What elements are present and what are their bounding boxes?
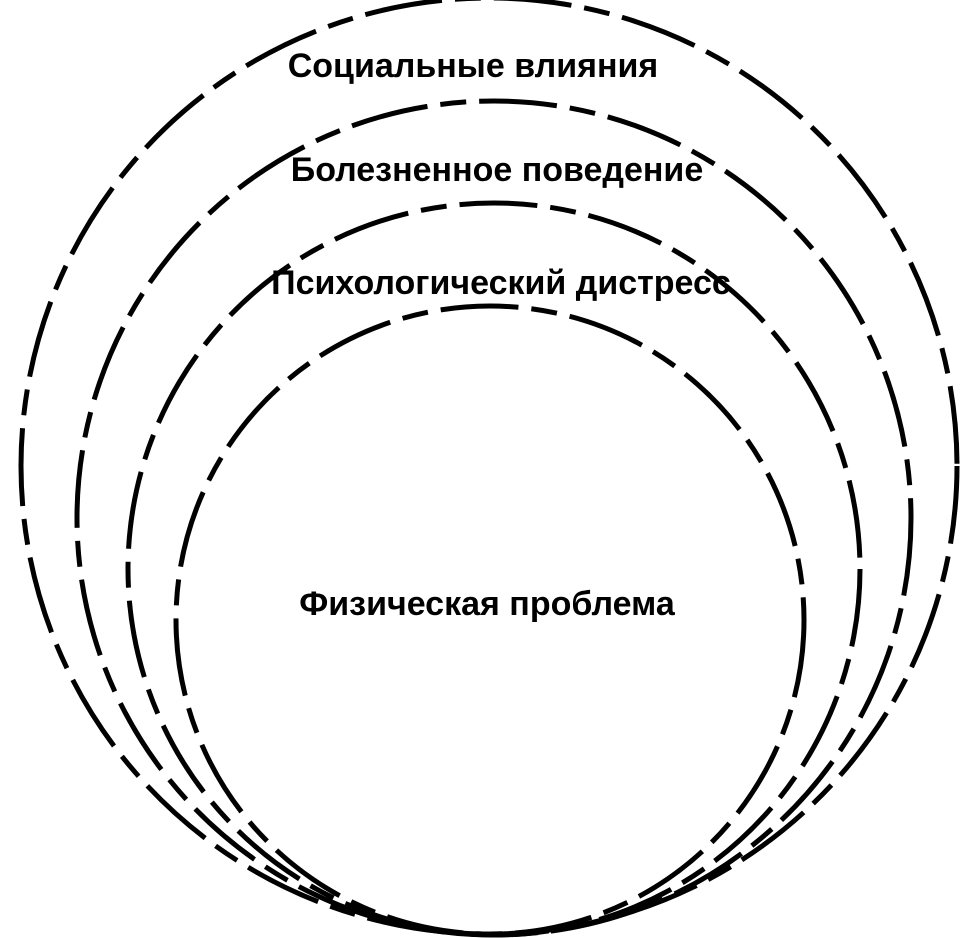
label-illness-behavior: Болезненное поведение bbox=[291, 151, 703, 189]
ring-psychological-distress bbox=[125, 200, 863, 938]
ring-social-influences bbox=[18, 0, 960, 937]
ring-physical-problem bbox=[173, 303, 807, 937]
label-psychological-distress: Психологический дистресс bbox=[271, 264, 731, 302]
label-social-influences: Социальные влияния bbox=[288, 47, 659, 85]
label-physical-problem: Физическая проблема bbox=[299, 585, 676, 623]
